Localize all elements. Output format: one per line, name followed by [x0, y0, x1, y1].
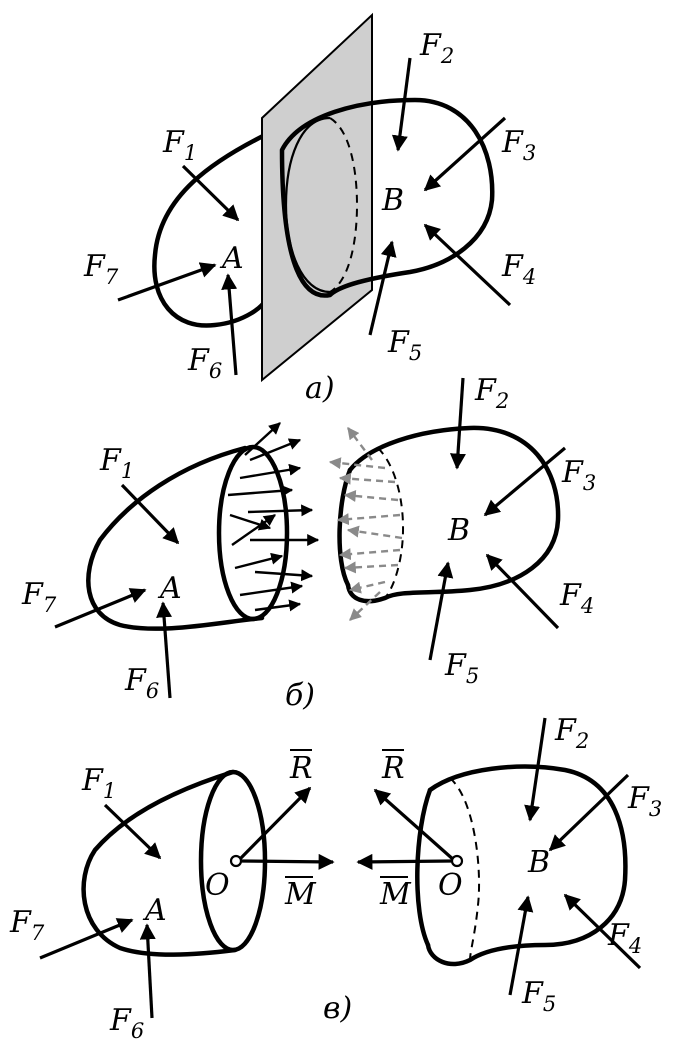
force-arrow-f7-a: [117, 262, 217, 302]
label-f1-b: F1: [99, 443, 134, 483]
force-arrow-f4-a: [423, 223, 512, 307]
label-point-a-b: A: [157, 571, 182, 606]
body-left-part-c: [81, 769, 238, 957]
resultant-r-arrow-left: [236, 786, 312, 863]
panel-c: F1 F2 F3 F4 F5 F6 F7 A B O O R M R M в): [9, 713, 662, 1043]
label-r-left: R: [289, 751, 313, 786]
label-f4-c: F4: [607, 918, 642, 958]
label-point-b-c: B: [527, 845, 550, 880]
body-right-part-a: [279, 97, 495, 298]
panel-b: F1 F2 F3 F4 F5 F6 F7 A B б): [21, 373, 596, 713]
label-point-o-left: O: [205, 868, 230, 903]
force-arrow-f3-b: [483, 446, 567, 517]
force-arrow-f4-b: [485, 553, 560, 630]
label-point-b-b: B: [447, 513, 470, 548]
internal-stress-arrows-right: [328, 427, 403, 621]
force-arrow-f1-b: [120, 483, 180, 545]
label-f5-a: F5: [387, 325, 422, 365]
force-arrow-f3-c: [548, 773, 630, 852]
force-arrow-f5-a: [368, 240, 397, 336]
label-f1-a: F1: [162, 125, 197, 165]
label-f5-b: F5: [444, 648, 479, 688]
label-f3-b: F3: [561, 455, 596, 495]
point-o-right: [450, 854, 464, 868]
force-arrow-f6-a: [221, 273, 238, 376]
moment-m-arrow-left: [239, 853, 335, 870]
force-arrow-f1-c: [103, 803, 162, 860]
force-arrow-f2-a: [391, 57, 412, 152]
body-left-part-b: [86, 445, 265, 631]
label-point-b-a: B: [381, 183, 404, 218]
section-ellipse-front-a: [284, 116, 331, 294]
body-left-part-a: [152, 132, 268, 328]
label-f4-b: F4: [559, 578, 594, 618]
label-f6-c: F6: [109, 1003, 144, 1043]
caption-b: б): [285, 678, 315, 713]
label-f2-c: F2: [554, 713, 589, 753]
label-f5-c: F5: [521, 976, 556, 1016]
label-f6-a: F6: [187, 343, 222, 383]
force-arrow-f4-c: [563, 893, 642, 970]
label-f7-c: F7: [9, 905, 45, 945]
section-dash-right-b: [377, 447, 405, 599]
label-f2-b: F2: [474, 373, 509, 413]
point-o-left: [229, 854, 243, 868]
label-f7-a: F7: [83, 249, 119, 289]
caption-a: а): [305, 371, 335, 406]
force-arrow-f6-c: [139, 923, 156, 1019]
section-dash-right-c: [449, 777, 481, 961]
force-arrow-f1-a: [181, 164, 240, 222]
force-arrow-f6-b: [156, 601, 173, 699]
label-point-a-c: A: [142, 893, 167, 928]
caption-c: в): [323, 991, 352, 1026]
moment-m-arrow-right: [356, 853, 453, 870]
panel-a: F1 F2 F3 F4 F5 F6 F7 A B а): [83, 12, 536, 406]
label-f3-c: F3: [627, 781, 662, 821]
label-f2-a: F2: [419, 28, 454, 68]
force-arrow-f5-c: [508, 895, 534, 996]
label-f6-b: F6: [124, 663, 159, 703]
label-m-right: M: [379, 877, 412, 912]
label-point-o-right: O: [438, 868, 463, 903]
force-arrow-f7-c: [39, 918, 134, 960]
force-arrow-f7-b: [54, 588, 147, 629]
label-point-a-a: A: [219, 241, 244, 276]
label-f7-b: F7: [21, 577, 57, 617]
force-arrow-f5-b: [428, 561, 454, 661]
resultant-r-arrow-right: [373, 788, 457, 863]
label-m-left: M: [284, 877, 317, 912]
force-arrow-f2-b: [449, 377, 466, 470]
label-f1-c: F1: [81, 763, 116, 803]
force-arrow-f3-a: [423, 116, 507, 192]
section-edge-right-c: [415, 787, 433, 948]
force-arrow-f2-c: [524, 717, 547, 822]
label-r-right: R: [381, 751, 405, 786]
cutting-plane: [261, 12, 373, 383]
internal-stress-arrows-left: [227, 422, 320, 612]
label-f4-a: F4: [501, 249, 536, 289]
label-f3-a: F3: [501, 125, 536, 165]
